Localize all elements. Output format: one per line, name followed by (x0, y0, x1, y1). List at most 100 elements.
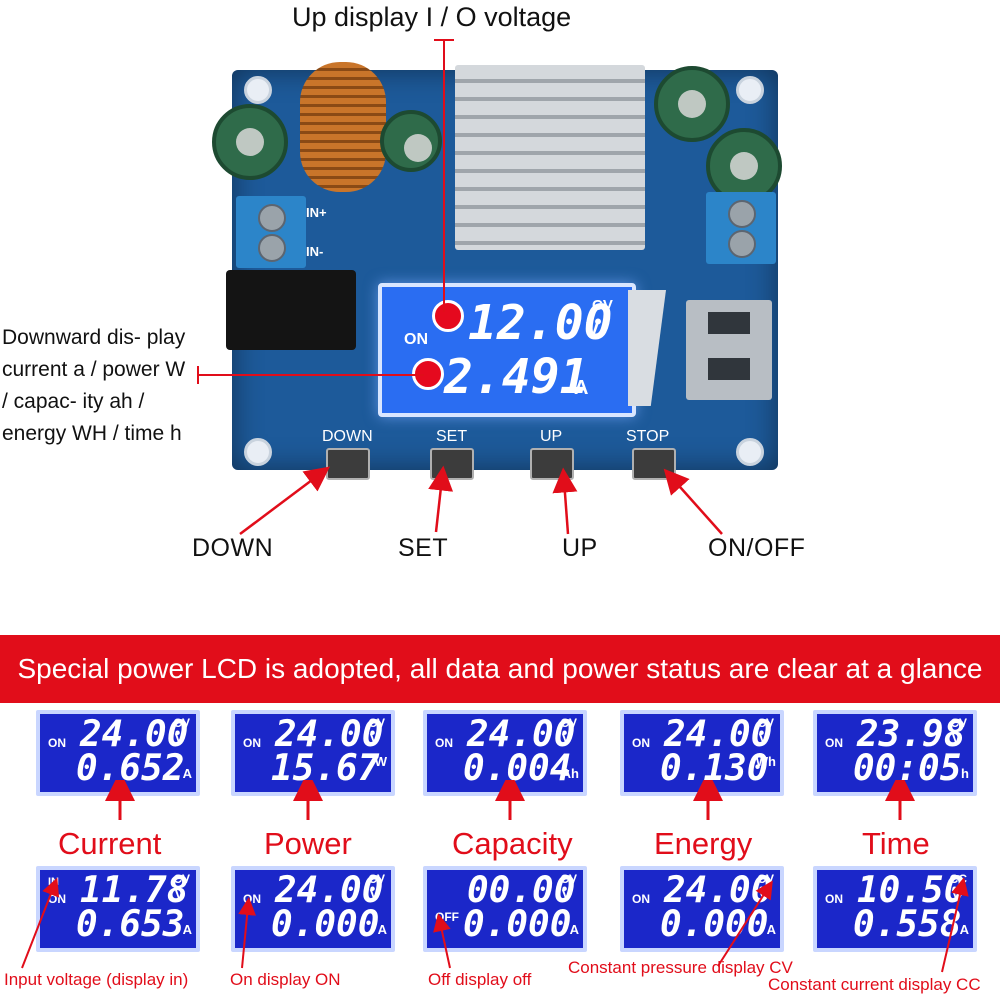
lcd-line1: 23.98 (857, 714, 966, 755)
lcd-tag: ON (435, 736, 453, 750)
lcd-unit-line2: Wh (755, 754, 776, 769)
dc-power-jack (226, 270, 356, 350)
lcd-unit-v: V (561, 886, 571, 902)
lcd-line1: 11.78 (80, 870, 189, 911)
terminal-label-in-plus: IN+ (306, 205, 327, 220)
lcd-line2: 0.000 (463, 904, 572, 945)
lcd-unit-mode: CV (757, 716, 774, 730)
lcd-unit-line2: h (961, 766, 969, 781)
lcd-line1: 24.00 (275, 870, 384, 911)
label-on-display: On display ON (230, 970, 341, 989)
arrow-up (552, 467, 578, 535)
lcd-unit-line2: W (374, 754, 387, 769)
usb-port (686, 300, 772, 400)
label-cc-display: Constant current display CC (768, 975, 981, 994)
arrow-in (21, 877, 60, 969)
lcd-tag: ON (632, 736, 650, 750)
lcd-cv-unit: CV (592, 297, 613, 314)
terminal-label-in-minus: IN- (306, 244, 324, 259)
status-arrows (21, 877, 969, 973)
arrow-cc (941, 877, 969, 973)
lcd-unit-mode: CV (950, 716, 967, 730)
output-terminal (706, 192, 776, 264)
caption-up: UP (562, 534, 598, 562)
label-input-voltage: Input voltage (display in) (4, 970, 189, 989)
lcd-unit-line2: Ah (561, 766, 579, 781)
lcd-line2: 15.67 (271, 748, 380, 789)
lcd-unit-v: V (174, 886, 184, 902)
lcd-unit-line2: A (182, 766, 192, 781)
lcd-unit-v: V (758, 730, 768, 746)
lcd-unit-v: V (174, 730, 184, 746)
lcd-unit-v: V (369, 886, 379, 902)
callout-arrows (197, 39, 723, 535)
lcd-line1: 24.00 (664, 870, 773, 911)
lcd-line1: 24.00 (275, 714, 384, 755)
feature-banner: Special power LCD is adopted, all data a… (0, 635, 1000, 703)
capacitor (380, 110, 442, 172)
lcd-tag: ON (825, 736, 843, 750)
main-lcd: ON 12.00 CV V 2.491 A (378, 283, 636, 417)
lcd-unit-mode: CV (368, 872, 385, 886)
lcd-unit-v: V (369, 730, 379, 746)
mount-hole (244, 76, 272, 104)
caption-down: DOWN (192, 534, 274, 562)
caption-set: SET (398, 534, 449, 562)
capacitor (654, 66, 730, 142)
arrow-on (238, 897, 257, 969)
label-off-display: Off display off (428, 970, 532, 989)
mount-hole (736, 438, 764, 466)
inductor-coil (300, 62, 386, 192)
lcd-tag: ON (632, 892, 650, 906)
lcd-line2: 0.653 (76, 904, 185, 945)
heatsink (455, 65, 645, 250)
lcd-line1: 24.00 (664, 714, 773, 755)
arrow-off (433, 913, 451, 969)
lcd-unit-mode: CV (560, 872, 577, 886)
lcd-unit-mode: CV (560, 716, 577, 730)
capacitor (212, 104, 288, 180)
lcd-on-tag: ON (404, 331, 428, 348)
lcd-unit-v: V (951, 730, 961, 746)
lcd-unit-mode: CV (173, 872, 190, 886)
input-terminal (236, 196, 306, 268)
lcd-unit-line2: A (766, 922, 776, 937)
lcd-unit-line2: A (182, 922, 192, 937)
lcd-current-unit: A (574, 377, 589, 399)
lcd-line2: 0.000 (271, 904, 380, 945)
lcd-unit-mode: CV (368, 716, 385, 730)
mount-hole (736, 76, 764, 104)
caption-onoff: ON/OFF (708, 534, 806, 562)
lcd-line1: 00.00 (467, 870, 576, 911)
lcd-tag: ON (825, 892, 843, 906)
lcd-unit-line2: A (959, 922, 969, 937)
label-current: Current (58, 826, 162, 861)
lcd-tag: ON (243, 736, 261, 750)
lcd-line1: 10.50 (857, 870, 966, 911)
mount-hole (244, 438, 272, 466)
lcd-cc: ON 10.50 CC V 0.558 A (813, 866, 977, 952)
down-button[interactable] (326, 448, 370, 480)
page-title: Up display I / O voltage (292, 2, 572, 32)
label-time: Time (862, 826, 930, 861)
lcd-unit-mode: CV (173, 716, 190, 730)
silk-stop: STOP (626, 428, 670, 445)
lcd-line2: 0.558 (853, 904, 962, 945)
lcd-off: OFF 00.00 CV V 0.000 A (423, 866, 587, 952)
lcd-tag: ON (48, 736, 66, 750)
lcd-on: ON 24.00 CV V 0.000 A (231, 866, 395, 952)
arrow-cv (717, 880, 773, 967)
arrow-onoff (663, 468, 723, 535)
lcd-cv: ON 24.00 CV V 0.000 A (620, 866, 784, 952)
lcd-voltage-value: 12.00 (468, 295, 613, 351)
mode-arrows (105, 780, 915, 820)
label-cv-display: Constant pressure display CV (568, 958, 793, 977)
capacitor (706, 128, 782, 204)
lcd-input-voltage: IN ON 11.78 CV V 0.653 A (36, 866, 200, 952)
pointer-dot-voltage (432, 300, 464, 332)
label-power: Power (264, 826, 352, 861)
lcd-unit-line2: A (569, 922, 579, 937)
label-energy: Energy (654, 826, 753, 861)
lcd-unit-line2: A (377, 922, 387, 937)
lcd-current-value: 2.491 (444, 349, 589, 405)
